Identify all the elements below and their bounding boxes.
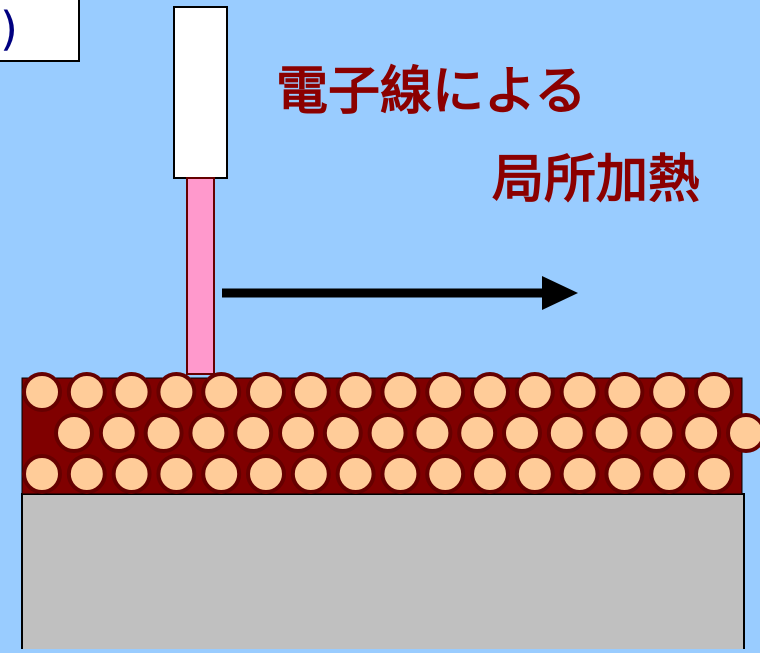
particle-row3-item bbox=[425, 454, 466, 494]
particle-row2-item bbox=[188, 413, 229, 453]
particle-row2-item bbox=[143, 413, 184, 453]
particle-row1-item bbox=[335, 372, 376, 412]
particle-row2-item bbox=[726, 413, 760, 453]
particle-row1-item bbox=[604, 372, 645, 412]
particle-row1-item bbox=[559, 372, 600, 412]
particle-row2-item bbox=[457, 413, 498, 453]
particle-row1-item bbox=[156, 372, 197, 412]
particle-row3-item bbox=[290, 454, 331, 494]
particle-group bbox=[22, 372, 760, 494]
particle-row2-item bbox=[546, 413, 587, 453]
particle-row1-item bbox=[425, 372, 466, 412]
electron-gun-column bbox=[173, 6, 228, 179]
particle-row1-item bbox=[66, 372, 107, 412]
particle-row2-item bbox=[412, 413, 453, 453]
particle-row1-item bbox=[201, 372, 242, 412]
heading-line-2: 局所加熱 bbox=[492, 150, 701, 210]
particle-row1-item bbox=[290, 372, 331, 412]
label-box-text: ) bbox=[0, 2, 18, 56]
particle-row3-item bbox=[514, 454, 555, 494]
particle-row2-item bbox=[54, 413, 94, 453]
particle-row1-item bbox=[514, 372, 555, 412]
particle-row3-item bbox=[470, 454, 510, 494]
particle-row2-item bbox=[233, 413, 274, 453]
particle-row1-item bbox=[694, 372, 734, 412]
particle-row3-item bbox=[604, 454, 645, 494]
particle-row2-item bbox=[322, 413, 363, 453]
scan-direction-arrow-head bbox=[542, 276, 578, 310]
particle-row2-item bbox=[367, 413, 408, 453]
particle-row1-item bbox=[246, 372, 286, 412]
substrate-block bbox=[21, 493, 745, 653]
particle-row3-item bbox=[22, 454, 62, 494]
label-box: ) bbox=[0, 0, 80, 62]
particle-row3-item bbox=[559, 454, 600, 494]
particle-row3-item bbox=[66, 454, 107, 494]
particle-row2-item bbox=[98, 413, 139, 453]
particle-row3-item bbox=[335, 454, 376, 494]
particle-row2-item bbox=[278, 413, 318, 453]
particle-row3-item bbox=[694, 454, 734, 494]
particle-row3-item bbox=[111, 454, 152, 494]
particle-row3-item bbox=[201, 454, 242, 494]
particle-row3-item bbox=[246, 454, 286, 494]
particle-row3-item bbox=[649, 454, 690, 494]
particle-row3-item bbox=[156, 454, 197, 494]
particle-row1-item bbox=[22, 372, 62, 412]
particle-row1-item bbox=[111, 372, 152, 412]
particle-row2-item bbox=[636, 413, 677, 453]
particle-row2-item bbox=[591, 413, 632, 453]
particle-row1-item bbox=[380, 372, 421, 412]
particle-row1-item bbox=[649, 372, 690, 412]
particle-row2-item bbox=[681, 413, 722, 453]
electron-beam bbox=[186, 177, 215, 375]
particle-row2-item bbox=[502, 413, 542, 453]
particle-row1-item bbox=[470, 372, 510, 412]
particle-row3-item bbox=[380, 454, 421, 494]
heading-line-1: 電子線による bbox=[276, 62, 587, 122]
